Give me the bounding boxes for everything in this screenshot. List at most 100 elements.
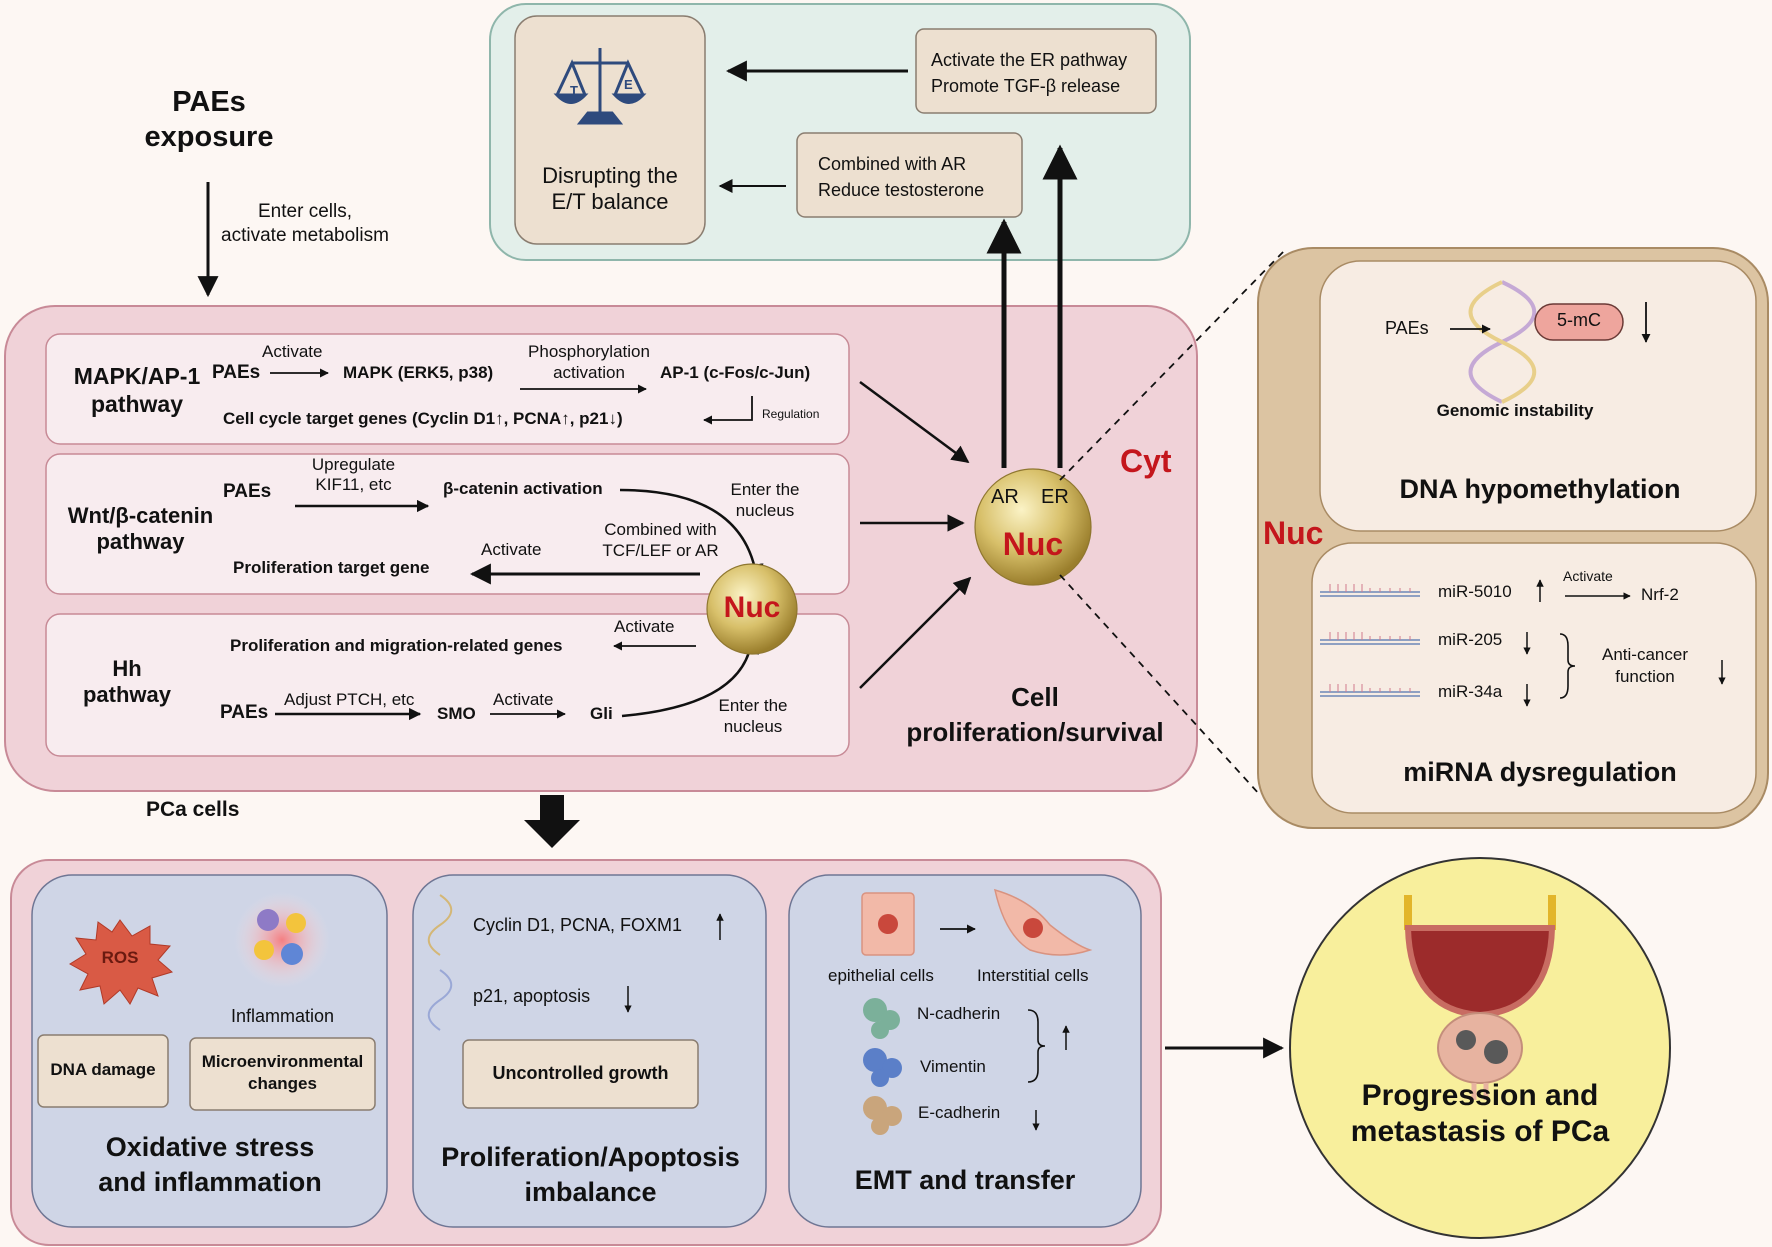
mapk-paes: PAEs — [212, 362, 261, 383]
dna-paes: PAEs — [1385, 318, 1429, 338]
ecad-label: E-cadherin — [918, 1103, 1001, 1122]
zoom-line-top — [1059, 249, 1286, 481]
zoom-line-bottom — [1059, 574, 1261, 796]
hh-activate-gli: Activate — [493, 690, 554, 709]
mirna-title: miRNA dysregulation — [1403, 757, 1677, 787]
center-nuc-er: ER — [1041, 486, 1069, 508]
dna-hypomethylation-box — [1319, 260, 1757, 532]
hh-activate-genes: Activate — [614, 617, 675, 636]
balance-label: Disrupting the E/T balance — [542, 163, 678, 215]
prolif-title: Proliferation/Apoptosis imbalance — [441, 1142, 740, 1208]
n-cadherin-icon — [863, 998, 900, 1039]
epithelial-label: epithelial cells — [828, 966, 934, 985]
vimentin-icon — [863, 1048, 902, 1087]
interstitial-nucleus — [1023, 918, 1043, 938]
inner-nucleus — [706, 563, 798, 655]
oxidative-title: Oxidative stress and inflammation — [98, 1132, 322, 1198]
arrow-hh-to-nuc — [859, 576, 972, 689]
hh-gli: Gli — [590, 704, 613, 723]
arrow-mapk-to-nuc — [859, 380, 970, 464]
hh-smo: SMO — [437, 704, 476, 723]
pca-cells-label: PCa cells — [146, 798, 240, 821]
mapk-activate: Activate — [262, 342, 323, 361]
wnt-upregulate: Upregulate KIF11, etc — [311, 455, 396, 495]
hh-paes: PAEs — [220, 702, 269, 723]
emt-title: EMT and transfer — [854, 1165, 1076, 1195]
anticancer-label: Anti-cancer function — [1602, 645, 1688, 687]
mapk-targets: Cell cycle target genes (Cyclin D1↑, PCN… — [223, 409, 623, 428]
ros-label: ROS — [101, 948, 139, 967]
wnt-activate: Activate — [481, 540, 542, 559]
center-nucleus — [974, 468, 1092, 586]
mapk-pathway-name: MAPK/AP-1 pathway — [73, 363, 201, 417]
er-box-text: Activate the ER pathway Promote TGF-β re… — [931, 50, 1128, 97]
mapk-regulation: Regulation — [762, 407, 820, 421]
cyt-label: Cyt — [1120, 443, 1172, 479]
nucleus-panel-label: Nuc — [1263, 515, 1324, 551]
mir205-label: miR-205 — [1438, 630, 1503, 649]
interstitial-label: Interstitial cells — [977, 966, 1089, 985]
mir5010-label: miR-5010 — [1438, 582, 1512, 601]
brace-mirna — [1559, 633, 1576, 699]
center-nuc-ar: AR — [991, 486, 1019, 508]
balance-scale-icon — [553, 48, 647, 125]
micro-label: Microenvironmental changes — [201, 1052, 364, 1094]
wnt-box — [45, 453, 850, 595]
micro-box — [189, 1037, 376, 1111]
cell-outcome: Cell proliferation/survival — [906, 682, 1164, 748]
mapk-node: MAPK (ERK5, p38) — [343, 363, 494, 382]
nrf2-label: Nrf-2 — [1641, 585, 1679, 604]
ar-box — [796, 132, 1023, 218]
center-nuc-label: Nuc — [1002, 526, 1064, 562]
vimentin-label: Vimentin — [920, 1057, 986, 1076]
balance-box — [514, 15, 706, 245]
ncad-label: N-cadherin — [917, 1004, 1001, 1023]
up-genes-label: Cyclin D1, PCNA, FOXM1 — [473, 915, 683, 935]
wnt-combined: Combined with TCF/LEF or AR — [602, 520, 719, 561]
prostate-icon — [1404, 895, 1556, 1100]
scale-left-label: T — [570, 83, 578, 98]
wnt-bcat: β-catenin activation — [443, 479, 603, 498]
brace-emt — [1027, 1009, 1046, 1083]
genomic-instability: Genomic instability — [1436, 401, 1594, 420]
wnt-pathway-name: Wnt/β-catenin pathway — [67, 503, 214, 555]
mir34a-label: miR-34a — [1438, 682, 1503, 701]
scale-right-label: E — [624, 77, 633, 92]
exposure-note: Enter cells, activate metabolism — [221, 201, 389, 246]
er-pathway-box — [915, 28, 1157, 114]
ar-box-text: Combined with AR Reduce testosterone — [818, 154, 985, 201]
exposure-title: PAEs exposure — [144, 86, 274, 153]
mirna-ticks — [1329, 584, 1411, 692]
inner-nucleus-label: Nuc — [723, 591, 781, 624]
hh-enter: Enter the nucleus — [718, 696, 788, 737]
inflammation-label: Inflammation — [230, 1006, 335, 1026]
wnt-enter: Enter the nucleus — [730, 480, 800, 521]
hh-adjust: Adjust PTCH, etc — [284, 690, 415, 709]
down-genes-label: p21, apoptosis — [473, 986, 591, 1006]
dna-damage-label: DNA damage — [50, 1060, 156, 1079]
uncontrolled-growth-box — [462, 1039, 699, 1109]
mapk-phospho: Phosphorylation activation — [528, 342, 650, 383]
mirna-activate: Activate — [1563, 568, 1613, 584]
uncontrolled-growth-label: Uncontrolled growth — [492, 1063, 669, 1083]
dna-icon-down — [427, 969, 453, 1031]
5mc-label: 5-mC — [1557, 310, 1601, 330]
e-cadherin-icon — [863, 1096, 902, 1135]
ros-icon — [69, 919, 174, 1005]
dna-helix-icon — [1468, 280, 1536, 404]
dna-icon-up — [427, 894, 453, 956]
hh-pathway-name: Hh pathway — [82, 656, 172, 708]
dna-hypomethylation-title: DNA hypomethylation — [1399, 474, 1681, 504]
arrow-to-consequences — [524, 795, 580, 848]
dna-damage-box — [37, 1034, 169, 1108]
mirna-box — [1311, 542, 1757, 814]
mapk-box — [45, 333, 850, 445]
interstitial-cell-icon — [993, 888, 1093, 956]
arrow-wnt-enter — [619, 488, 764, 582]
ap1-node: AP-1 (c-Fos/c-Jun) — [660, 363, 811, 382]
arrow-regulation — [703, 396, 753, 425]
hh-genes: Proliferation and migration-related gene… — [230, 636, 563, 655]
wnt-paes: PAEs — [223, 481, 272, 502]
5mc-pill — [1534, 303, 1624, 341]
